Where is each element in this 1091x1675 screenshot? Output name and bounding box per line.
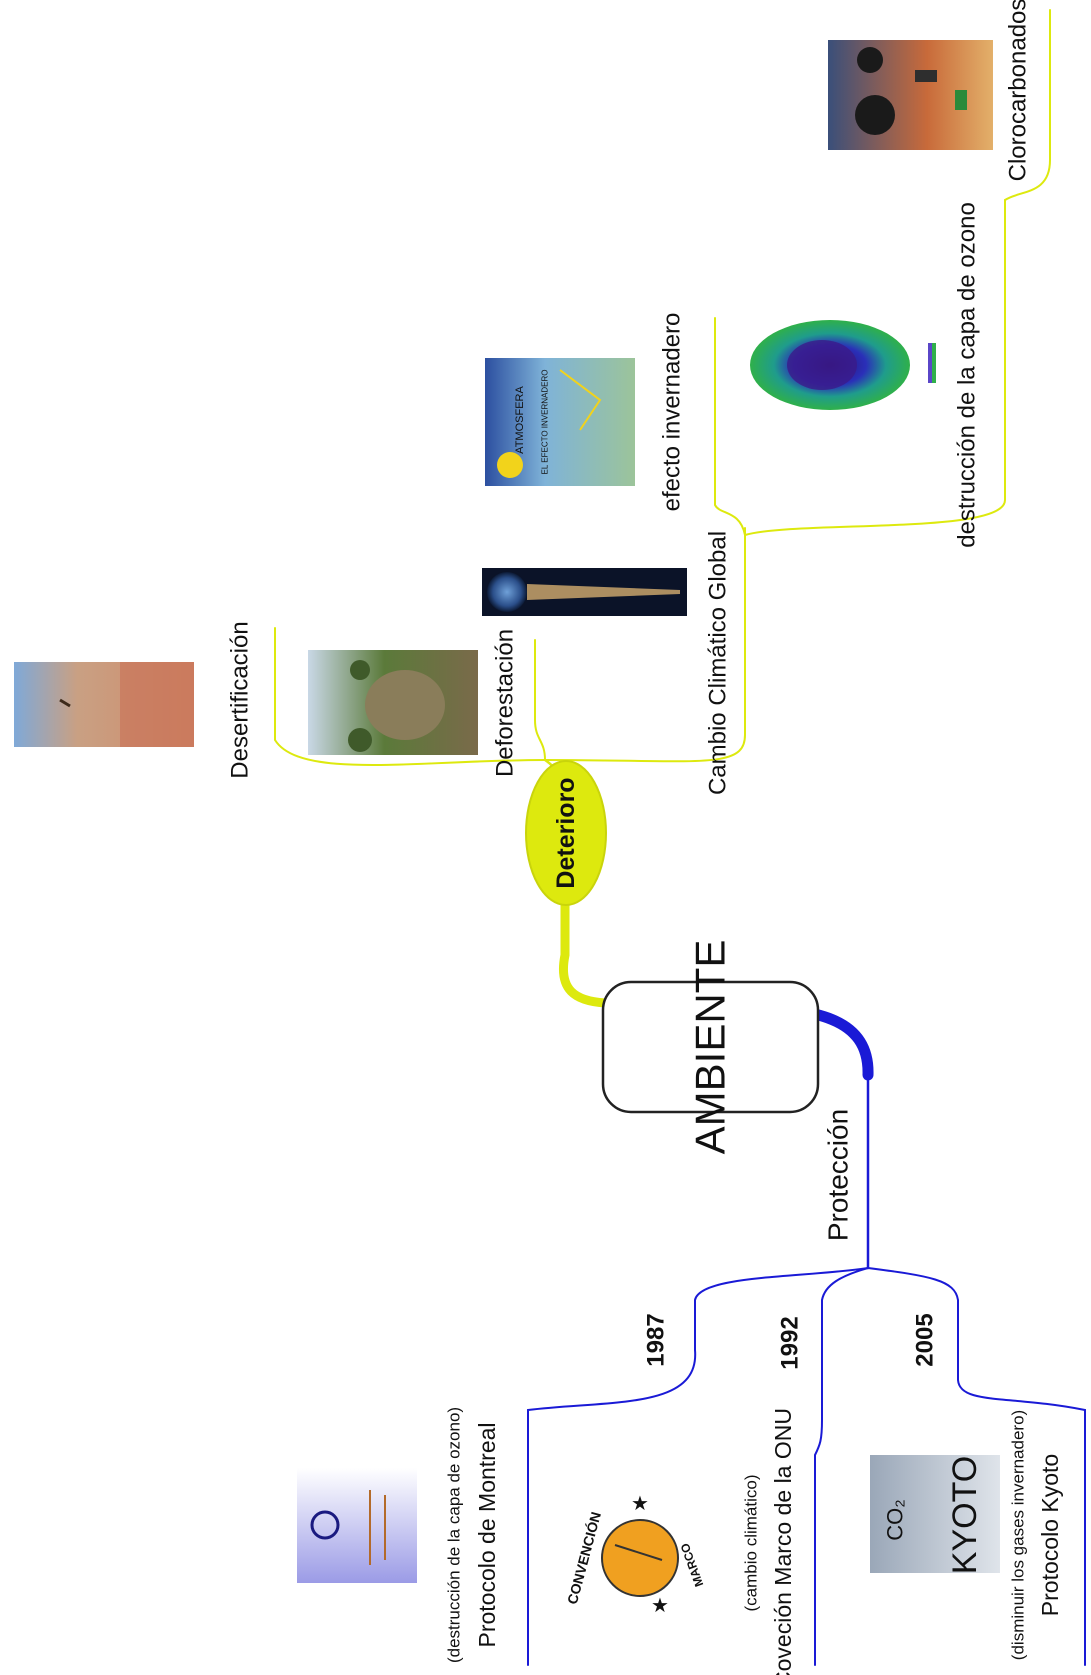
efecto-image-subtitle: EL EFECTO INVERNADERO (541, 370, 550, 475)
connector-cambio-sub (714, 317, 746, 536)
kyoto-image-word: KYOTO (946, 1456, 984, 1574)
montreal-label: Protocolo de Montreal (474, 1422, 500, 1647)
connector-cloro (1004, 9, 1051, 201)
onu-logo-star-2: ★ (651, 1595, 669, 1617)
connector-desertificacion (274, 627, 546, 766)
deterioro-connectors (274, 9, 1051, 1008)
kyoto-image: CO₂ KYOTO (870, 1455, 1000, 1574)
connector-1992 (814, 1267, 869, 1666)
desertificacion-label: Desertificación (227, 621, 254, 778)
kyoto-note: (disminuir los gases invernadero) (1009, 1410, 1028, 1660)
center-label: AMBIENTE (687, 940, 734, 1155)
connector-deforestacion (534, 639, 546, 761)
cloro-topic[interactable]: Clorocarbonados (828, 0, 1032, 181)
center-node-box (601, 980, 820, 1114)
connector-ozono (744, 199, 1006, 536)
montreal-note: (destrucción de la capa de ozono) (445, 1407, 464, 1663)
deterioro-label: Deterioro (552, 777, 580, 888)
deterioro-node[interactable]: Deterioro (525, 760, 607, 906)
efecto-topic[interactable]: ATMOSFERA EL EFECTO INVERNADERO efecto i… (485, 313, 686, 512)
connector-center-deterioro (559, 865, 610, 1008)
cloro-label: Clorocarbonados (1005, 0, 1032, 181)
cloro-image (828, 40, 993, 150)
kyoto-topic[interactable]: CO₂ KYOTO (disminuir los gases invernade… (870, 1410, 1063, 1660)
proteccion-label[interactable]: Protección (823, 1109, 854, 1241)
onu-topic[interactable]: ★ ★ CONVENCIÓN MARCO (cambio climático) … (563, 1408, 796, 1675)
connector-cambio (544, 527, 746, 763)
cambio-image (482, 568, 687, 616)
ozono-image (750, 320, 936, 410)
deforestacion-label: Deforestación (492, 629, 519, 777)
ozono-topic[interactable]: destrucción de la capa de ozono (750, 202, 981, 548)
cambio-label: Cambio Climático Global (705, 531, 732, 795)
kyoto-label: Protocolo Kyoto (1037, 1454, 1063, 1616)
deterioro-ellipse (525, 760, 607, 906)
deforestacion-image (308, 650, 478, 755)
onu-logo: ★ ★ CONVENCIÓN MARCO (563, 1493, 706, 1617)
connector-1987 (527, 1267, 869, 1666)
year-1992[interactable]: 1992 (777, 1316, 804, 1369)
onu-logo-star-1: ★ (631, 1493, 649, 1515)
year-2005[interactable]: 2005 (912, 1313, 939, 1366)
efecto-label: efecto invernadero (659, 313, 686, 512)
efecto-image: ATMOSFERA EL EFECTO INVERNADERO (485, 358, 635, 486)
efecto-image-title: ATMOSFERA (514, 386, 526, 454)
onu-label: Coveción Marco de la ONU (770, 1408, 796, 1675)
center-node[interactable]: AMBIENTE (601, 940, 820, 1155)
proteccion-connectors (527, 999, 1086, 1666)
desertificacion-image (14, 662, 194, 747)
connector-2005 (867, 1267, 1086, 1666)
deforestacion-topic[interactable]: Deforestación (308, 629, 519, 777)
onu-logo-top: CONVENCIÓN (563, 1510, 604, 1606)
ozono-label: destrucción de la capa de ozono (954, 202, 981, 548)
cambio-topic[interactable]: Cambio Climático Global (482, 531, 732, 795)
montreal-image (297, 1468, 417, 1583)
montreal-topic[interactable]: (destrucción de la capa de ozono) Protoc… (297, 1407, 500, 1663)
kyoto-image-co2: CO₂ (883, 1499, 908, 1541)
onu-note: (cambio climático) (742, 1475, 761, 1612)
year-1987[interactable]: 1987 (643, 1313, 670, 1366)
desertificacion-topic[interactable]: Desertificación (14, 621, 254, 779)
onu-logo-bottom: MARCO (678, 1541, 707, 1588)
